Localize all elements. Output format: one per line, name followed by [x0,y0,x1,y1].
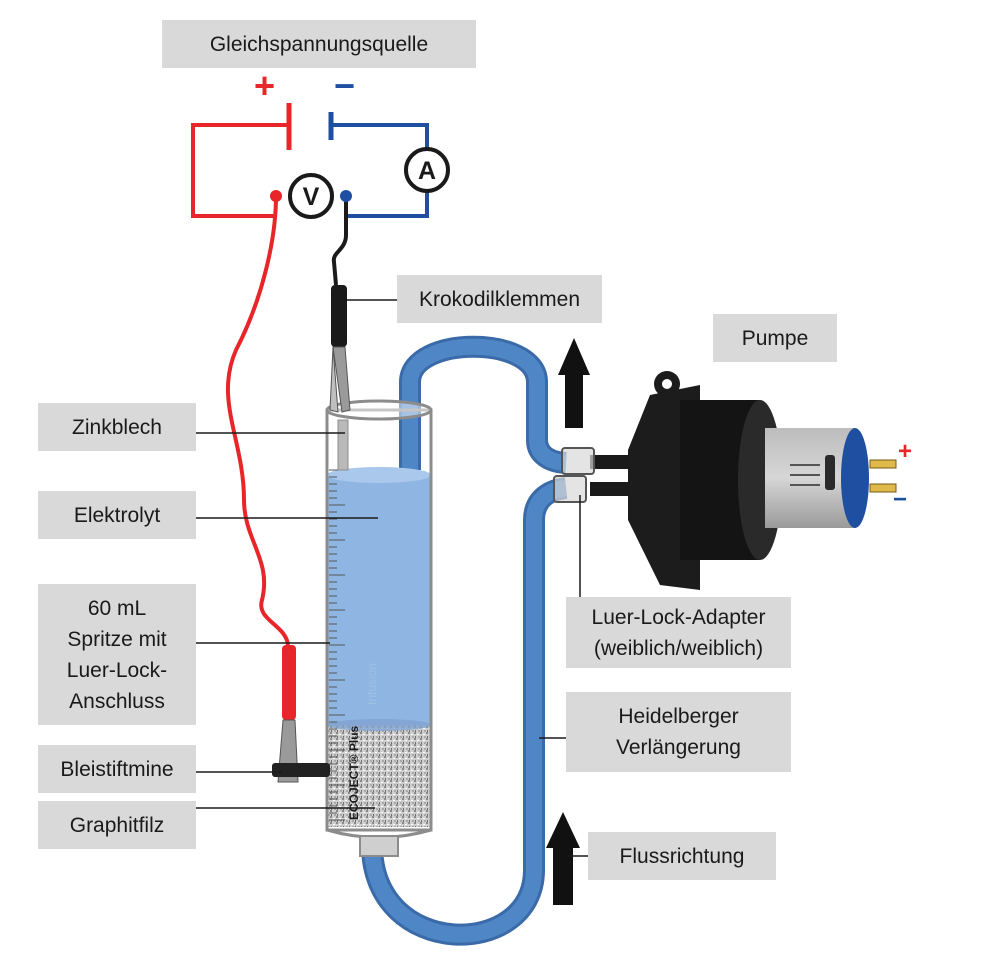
red-lead-wire [226,195,290,646]
voltmeter-symbol: V [303,183,320,211]
circuit [191,103,429,646]
label-clips: Krokodilklemmen [397,275,602,323]
label-graphite-felt: Graphitfilz [38,801,196,849]
ammeter: A [404,147,450,193]
tubing [361,335,568,946]
label-luer-adapter: Luer-Lock-Adapter (weiblich/weiblich) [566,597,791,668]
syringe-brand: ECOJECT® Plus [347,725,361,820]
plus-sign: + [254,65,276,106]
label-extension-line1: Heidelberger [618,705,739,728]
pump-terminal-plus [869,459,897,469]
pump-terminal-minus [869,483,897,493]
clip-boot-black [331,285,347,347]
graphite-felt [327,725,431,827]
syringe-faded-print: Infusion [365,663,379,705]
positive-node [270,190,282,202]
adapter-upper [561,447,595,475]
graduation-marks [329,469,345,821]
negative-wire-top [331,123,429,150]
syringe-tip [359,835,399,857]
pump [590,371,897,590]
label-pump: Pumpe [713,314,837,362]
label-syringe-line3: Luer-Lock- [66,658,168,682]
pump-endcap [841,428,869,528]
label-electrolyte: Elektrolyt [38,491,196,539]
luer-lock-adapters [553,447,595,503]
ammeter-symbol: A [418,157,436,185]
electrolyte-fill [327,475,431,725]
alligator-clip-top [332,346,351,413]
syringe: ECOJECT® Plus Infusion [325,399,433,857]
black-lead-wire [331,196,348,286]
adapter-lower [553,475,587,503]
label-syringe: 60 mL Spritze mit Luer-Lock- Anschluss [38,584,196,725]
pencil-lead [272,763,330,777]
label-luer-line2: (weiblich/weiblich) [593,636,764,660]
syringe-rim [325,399,433,421]
label-luer-line1: Luer-Lock-Adapter [591,605,766,629]
clip-boot-red [282,645,296,720]
negative-wire-bottom [344,190,429,218]
leader-lines [196,299,588,857]
pump-plus-sign: + [898,438,913,465]
flow-arrow-up-bottom [546,812,580,905]
flow-arrow-up-top [558,338,590,428]
pencil-electrode [272,645,330,783]
pump-motor [765,428,855,528]
pump-minus-sign: − [893,486,908,513]
label-power-source: Gleichspannungsquelle [162,20,476,68]
electrolyte-surface [327,467,431,483]
positive-wire [191,123,289,218]
label-syringe-line1: 60 mL [87,596,147,620]
label-extension-line2: Verlängerung [616,736,741,759]
label-flow: Flussrichtung [588,832,776,880]
label-extension: Heidelberger Verlängerung [566,692,791,772]
zinc-electrode [329,285,351,471]
label-zinc: Zinkblech [38,403,196,451]
tube-feed [402,338,567,471]
minus-sign: − [334,65,356,106]
tube-return [364,480,568,943]
negative-node [340,190,352,202]
label-syringe-line4: Anschluss [69,689,165,713]
zinc-sheet [337,419,349,471]
label-pencil-lead: Bleistiftmine [38,745,196,793]
label-syringe-line2: Spritze mit [67,627,167,651]
flow-arrows [546,338,590,905]
voltmeter: V [288,173,334,219]
